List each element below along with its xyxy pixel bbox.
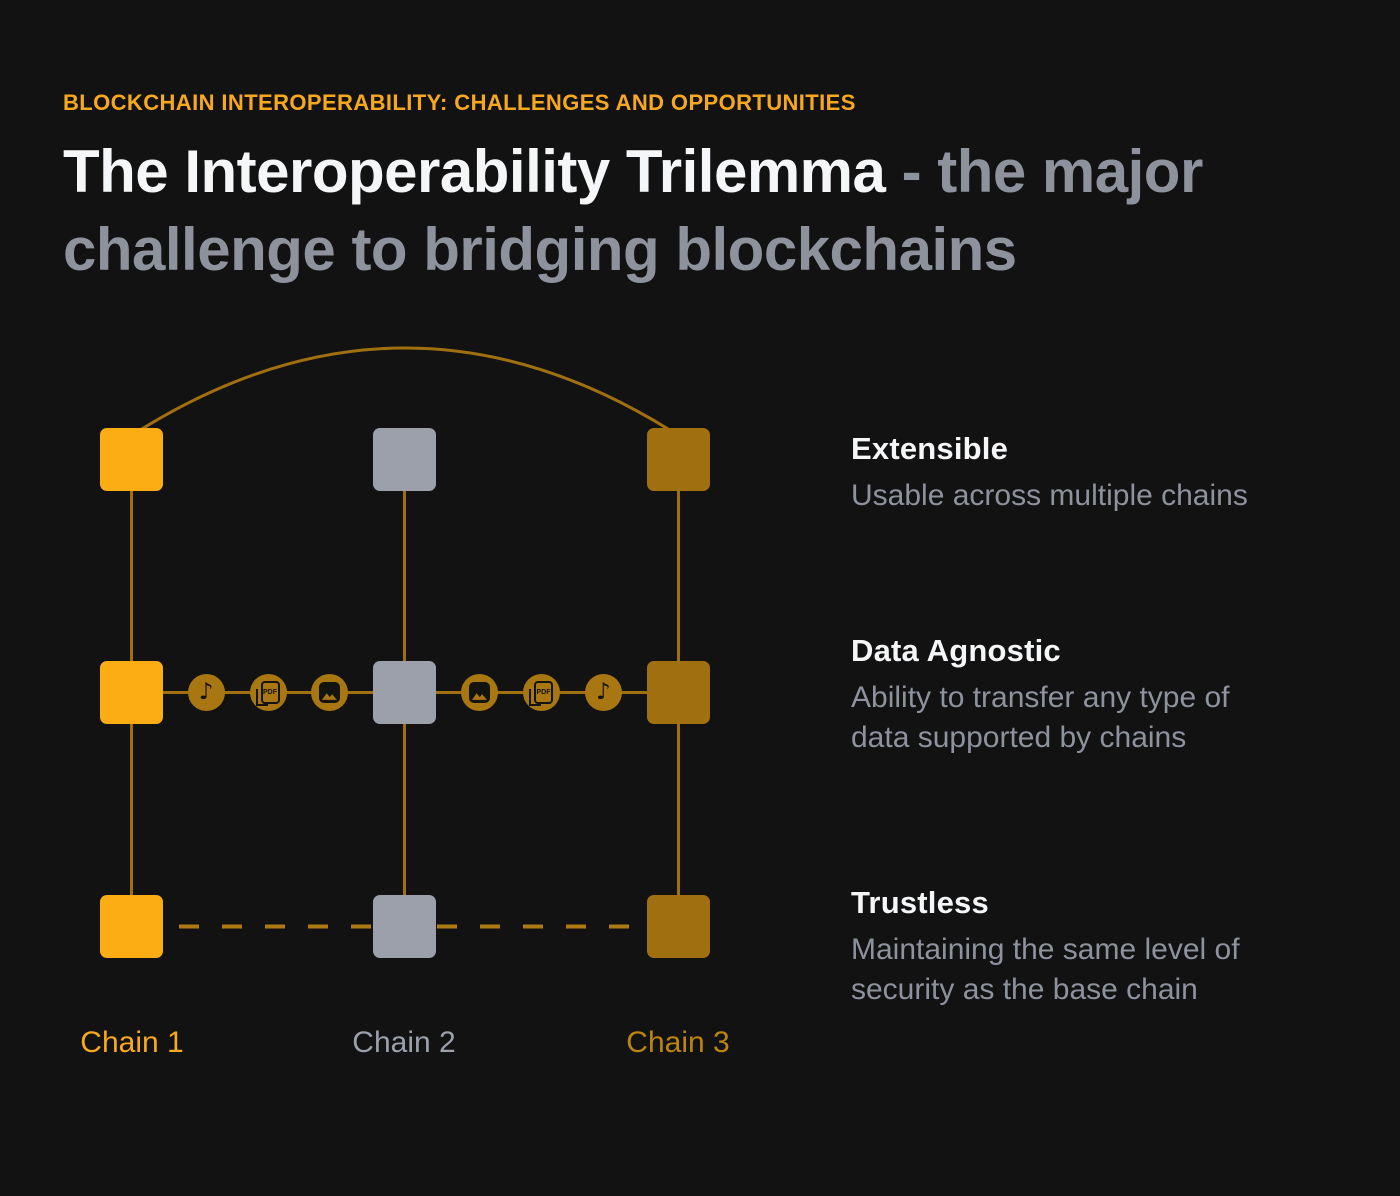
kicker-text: BLOCKCHAIN INTEROPERABILITY: CHALLENGES … [63, 90, 856, 115]
chain2-node-top [373, 428, 436, 491]
pdf-icon: PDF [523, 674, 560, 711]
arc-connector-chain1-chain3 [136, 346, 674, 434]
chain3-label: Chain 3 [626, 1026, 730, 1059]
pdf-icon: PDF [249, 674, 287, 711]
data-icons-left: ♪ PDF [163, 674, 373, 711]
chain2-node-middle [373, 661, 436, 724]
chain2-label: Chain 2 [352, 1026, 456, 1059]
music-icon: ♪ [585, 674, 622, 711]
page-title-primary: The Interoperability Trilemma [63, 138, 886, 205]
feature-trustless-description: Maintaining the same level of security a… [851, 933, 1240, 1006]
feature-data-agnostic-description: Ability to transfer any type of data sup… [851, 681, 1230, 754]
feature-extensible-description: Usable across multiple chains [851, 479, 1248, 512]
chain1-node-middle [100, 661, 163, 724]
page-title-secondary: - the major challenge to bridging blockc… [63, 138, 1203, 283]
music-icon: ♪ [187, 674, 225, 711]
chain3-node-middle [647, 661, 710, 724]
image-icon [311, 674, 349, 711]
feature-trustless-title: Trustless [851, 885, 989, 920]
chain3-node-bottom [647, 895, 710, 958]
feature-extensible: Extensible Usable across multiple chains [851, 430, 1321, 516]
feature-trustless: Trustless Maintaining the same level of … [851, 884, 1321, 1010]
chain1-node-bottom [100, 895, 163, 958]
feature-data-agnostic: Data Agnostic Ability to transfer any ty… [851, 632, 1321, 758]
chain3-node-top [647, 428, 710, 491]
chain1-label: Chain 1 [80, 1026, 184, 1059]
page-title: The Interoperability Trilemma - the majo… [63, 133, 1343, 289]
chain2-node-bottom [373, 895, 436, 958]
image-icon [461, 674, 498, 711]
chain1-node-top [100, 428, 163, 491]
data-icons-right: PDF ♪ [436, 674, 647, 711]
feature-extensible-title: Extensible [851, 431, 1009, 466]
feature-data-agnostic-title: Data Agnostic [851, 633, 1061, 668]
